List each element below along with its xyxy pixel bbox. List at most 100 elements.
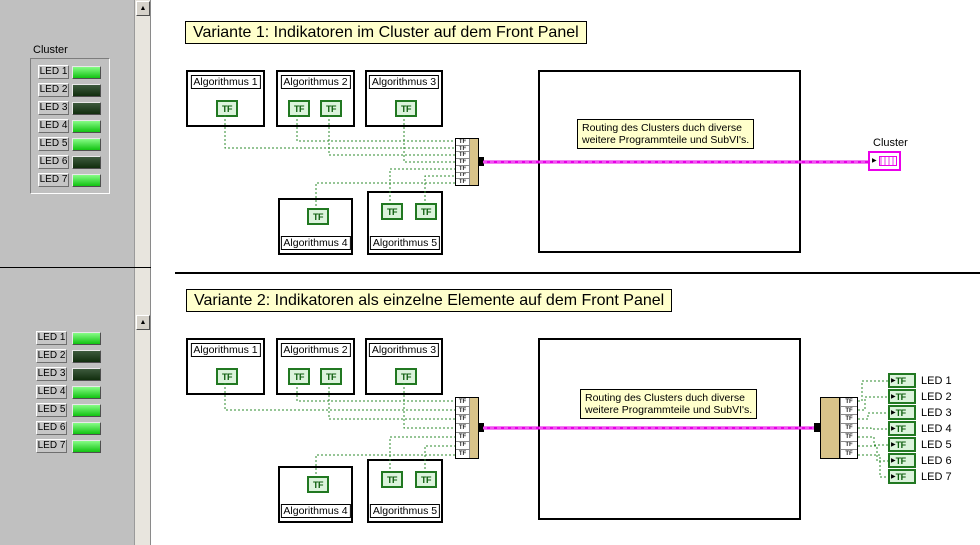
bundle-body[interactable] (470, 139, 478, 185)
routing-frame[interactable] (538, 338, 801, 520)
routing-note[interactable]: Routing des Clusters duch diverse weiter… (577, 119, 755, 149)
led-indicator (72, 421, 101, 435)
boolean-indicator-terminal[interactable]: ▶ TF (888, 421, 916, 436)
unbundle-output-row[interactable]: TF (840, 450, 857, 459)
boolean-terminal[interactable]: TF (415, 471, 437, 488)
unbundle-output-row[interactable]: TF (840, 406, 857, 416)
routing-frame[interactable] (538, 70, 801, 253)
bundle-input-row[interactable]: TF (456, 424, 470, 433)
algorithm-box-2[interactable]: Algorithmus 2 TF TF (276, 70, 355, 127)
bundle-input-row[interactable]: TF (456, 159, 470, 166)
algorithm-box-1[interactable]: Algorithmus 1 TF (186, 70, 265, 127)
bundle-input-row[interactable]: TF (456, 450, 470, 459)
led-terminal-row: ▶ TF LED 5 (888, 437, 952, 452)
boolean-terminal[interactable]: TF (288, 100, 310, 117)
unbundle-output-row[interactable]: TF (840, 415, 857, 425)
boolean-terminal[interactable]: TF (381, 203, 403, 220)
bundle-input-row[interactable]: TF (456, 432, 470, 442)
bundle-input-row[interactable]: TF (456, 441, 470, 451)
unbundle-output-row[interactable]: TF (840, 424, 857, 433)
boolean-indicator-terminal[interactable]: ▶ TF (888, 373, 916, 388)
bundle-input-row[interactable]: TF (456, 145, 470, 153)
cluster-border (30, 58, 110, 194)
algorithm-box-label[interactable]: Algorithmus 3 (368, 343, 440, 357)
variant1-title[interactable]: Variante 1: Indikatoren im Cluster auf d… (185, 21, 587, 44)
boolean-terminal[interactable]: TF (320, 100, 342, 117)
led-indicator (72, 119, 101, 133)
led-indicator (72, 331, 101, 345)
algorithm-box-label[interactable]: Algorithmus 3 (368, 75, 440, 89)
algorithm-box-label[interactable]: Algorithmus 5 (369, 236, 441, 250)
led-terminal-row: ▶ TF LED 2 (888, 389, 952, 404)
algorithm-box-1[interactable]: Algorithmus 1 TF (186, 338, 265, 395)
algorithm-box-label[interactable]: Algorithmus 2 (280, 343, 351, 357)
led-label: LED 3 (36, 367, 67, 381)
algorithm-box-5[interactable]: Algorithmus 5 TF TF (367, 191, 443, 255)
unbundle-output-row[interactable]: TF (840, 398, 857, 407)
unbundle-output-row[interactable]: TF (840, 432, 857, 442)
variant2-title[interactable]: Variante 2: Indikatoren als einzelne Ele… (186, 289, 673, 312)
boolean-terminal[interactable]: TF (395, 100, 417, 117)
algorithm-box-label[interactable]: Algorithmus 1 (190, 75, 261, 89)
vertical-scrollbar[interactable]: ▲ ▲ (134, 0, 151, 545)
bundle-input-row[interactable]: TF (456, 152, 470, 160)
boolean-terminal[interactable]: TF (216, 368, 238, 385)
algorithm-box-label[interactable]: Algorithmus 2 (280, 75, 351, 89)
bundle-input-row[interactable]: TF (456, 398, 470, 407)
led-terminal-row: ▶ TF LED 6 (888, 453, 952, 468)
indicator-arrow-icon: ▶ (891, 377, 896, 384)
algorithm-box-4[interactable]: Algorithmus 4 TF (278, 466, 353, 523)
boolean-terminal[interactable]: TF (415, 203, 437, 220)
led-terminal-row: ▶ TF LED 7 (888, 469, 952, 484)
bundle-input-row[interactable]: TF (456, 179, 470, 186)
boolean-terminal[interactable]: TF (381, 471, 403, 488)
algorithm-box-4[interactable]: Algorithmus 4 TF (278, 198, 353, 255)
bundle-body[interactable] (470, 398, 478, 458)
bundle-input-row[interactable]: TF (456, 165, 470, 173)
led-indicator (72, 65, 101, 79)
unbundle-body[interactable] (821, 398, 840, 458)
led-label: LED 4 (36, 385, 67, 399)
led-label: LED 7 (36, 439, 67, 453)
led-label: LED 2 (38, 83, 69, 97)
led-indicator (72, 367, 101, 381)
algorithm-box-3[interactable]: Algorithmus 3 TF (365, 338, 443, 395)
bundle-input-row[interactable]: TF (456, 415, 470, 425)
bundle-input-row[interactable]: TF (456, 406, 470, 416)
algorithm-box-label[interactable]: Algorithmus 4 (280, 236, 351, 250)
led-label: LED 4 (38, 119, 69, 133)
boolean-terminal[interactable]: TF (395, 368, 417, 385)
boolean-indicator-terminal[interactable]: ▶ TF (888, 389, 916, 404)
algorithm-box-label[interactable]: Algorithmus 4 (280, 504, 351, 518)
boolean-indicator-terminal[interactable]: ▶ TF (888, 437, 916, 452)
boolean-terminal[interactable]: TF (216, 100, 238, 117)
boolean-indicator-terminal[interactable]: ▶ TF (888, 469, 916, 484)
scroll-up-button-lower[interactable]: ▲ (136, 315, 150, 330)
unbundle-input-nub (814, 423, 820, 432)
boolean-terminal[interactable]: TF (288, 368, 310, 385)
algorithm-box-2[interactable]: Algorithmus 2 TF TF (276, 338, 355, 395)
led-terminal-label: LED 3 (921, 406, 952, 419)
bundle-input-row[interactable]: TF (456, 172, 470, 180)
boolean-indicator-terminal[interactable]: ▶ TF (888, 453, 916, 468)
algorithm-box-5[interactable]: Algorithmus 5 TF TF (367, 459, 443, 523)
boolean-indicator-terminal[interactable]: ▶ TF (888, 405, 916, 420)
algorithm-box-label[interactable]: Algorithmus 5 (369, 504, 441, 518)
bundle-input-row[interactable]: TF (456, 139, 470, 146)
algorithm-box-3[interactable]: Algorithmus 3 TF (365, 70, 443, 127)
routing-note[interactable]: Routing des Clusters duch diverse weiter… (580, 389, 758, 419)
scroll-up-button[interactable]: ▲ (136, 1, 150, 16)
boolean-terminal[interactable]: TF (320, 368, 342, 385)
led-terminal-list: ▶ TF LED 1 ▶ TF LED 2 ▶ TF LED 3 (888, 373, 952, 485)
cluster-indicator-terminal[interactable]: ▶ (868, 151, 901, 171)
led-indicator (72, 101, 101, 115)
boolean-terminal[interactable]: TF (307, 476, 329, 493)
unbundle-output-row[interactable]: TF (840, 441, 857, 451)
algorithm-box-label[interactable]: Algorithmus 1 (190, 343, 261, 357)
boolean-terminal[interactable]: TF (307, 208, 329, 225)
